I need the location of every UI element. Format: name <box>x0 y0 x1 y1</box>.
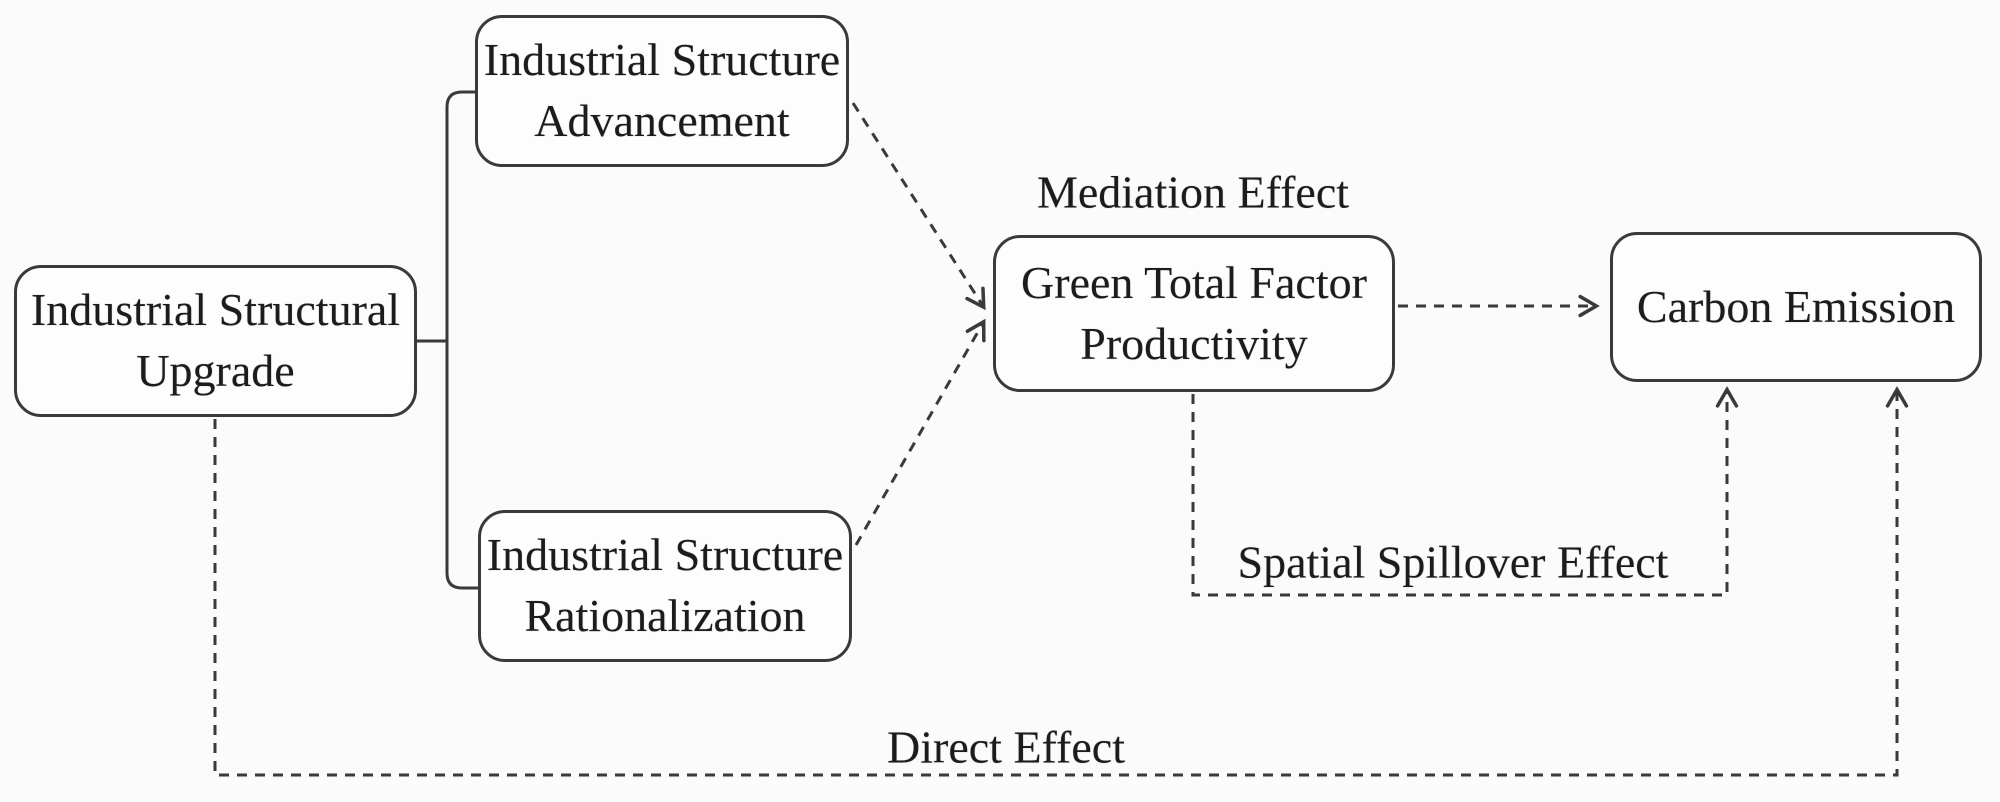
node-industrial-structure-rationalization: Industrial Structure Rationalization <box>478 510 852 662</box>
edge-advancement-to-gtfp <box>851 102 986 311</box>
node-label-line: Carbon Emission <box>1636 280 1956 332</box>
node-label-line: Productivity <box>1080 317 1308 369</box>
node-carbon-emission: Carbon Emission <box>1610 232 1982 382</box>
node-industrial-structural-upgrade: Industrial Structural Upgrade <box>14 265 417 417</box>
node-label-line: Green Total Factor <box>1021 256 1367 308</box>
node-label-line: Industrial Structure <box>486 529 844 581</box>
node-label-line: Industrial Structure <box>483 34 841 86</box>
label-spatial-spillover-effect: Spatial Spillover Effect <box>1237 536 1669 588</box>
edge-direct <box>213 386 1909 777</box>
node-label-line: Upgrade <box>136 345 295 396</box>
node-industrial-structure-advancement: Industrial Structure Advancement <box>475 15 849 167</box>
node-label-line: Advancement <box>534 95 790 146</box>
edge-spillover <box>1191 386 1739 597</box>
label-direct-effect: Direct Effect <box>887 721 1125 773</box>
label-mediation-effect: Mediation Effect <box>1036 166 1350 218</box>
node-green-total-factor-productivity: Green Total Factor Productivity <box>993 235 1395 392</box>
node-label-line: Rationalization <box>524 590 806 641</box>
bracket-connector <box>445 90 479 590</box>
node-label-line: Industrial Structural <box>30 284 401 336</box>
edge-rationalization-to-gtfp <box>854 318 986 546</box>
